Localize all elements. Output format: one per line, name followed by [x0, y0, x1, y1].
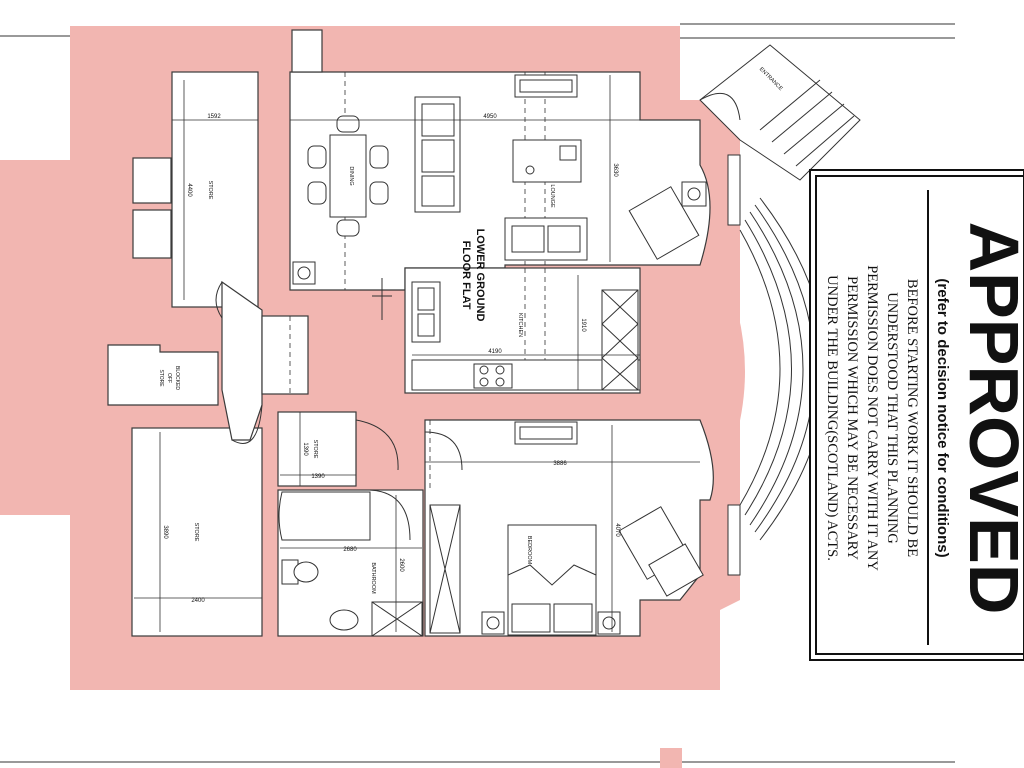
lounge-furniture: [414, 74, 707, 261]
stamp-line-2: UNDERSTOOD THAT THIS PLANNING: [884, 292, 900, 544]
dim-3886: 3886: [553, 461, 567, 467]
chimney-breast: [291, 29, 323, 73]
dim-1390-v: 1390: [302, 442, 308, 456]
recess-lower: [132, 209, 172, 259]
blocked-store-room: [107, 344, 219, 406]
floor-title: LOWER GROUND FLOOR FLAT: [460, 229, 486, 322]
bedroom-furniture: [429, 421, 704, 636]
stamp-line-1: BEFORE STARTING WORK IT SHOULD BE: [904, 279, 920, 557]
dimension-labels: 1592 4400 4950 3630 1910 4190 1390 1390 …: [162, 114, 620, 604]
room-label-bedroom: BEDROOM: [526, 536, 532, 565]
stamp-line-3: PERMISSION DOES NOT CARRY WITH IT ANY: [864, 265, 880, 571]
room-label-blocked-2: OFF: [166, 373, 172, 383]
corridor-room: [261, 315, 309, 395]
kitchen-fittings: [411, 281, 641, 391]
room-label-blocked-1: BLOCKED: [174, 366, 180, 390]
dim-4400: 4400: [186, 183, 192, 197]
stamp-title: APPROVED: [955, 222, 1024, 615]
floor-title-line2: FLOOR FLAT: [460, 241, 472, 310]
room-label-store-top: STORE: [207, 181, 213, 200]
dim-3890: 3890: [162, 525, 168, 539]
dim-4190: 4190: [488, 349, 502, 355]
rooms: [107, 29, 714, 637]
dim-3630: 3630: [612, 163, 618, 177]
recess-upper: [132, 157, 172, 204]
room-label-store-bottom: STORE: [193, 523, 199, 542]
stamp-subtitle: (refer to decision notice for conditions…: [934, 278, 951, 557]
approved-stamp: APPROVED (refer to decision notice for c…: [809, 169, 1024, 661]
room-label-kitchen: KITCHEN: [517, 313, 523, 337]
room-label-dining: DINING: [348, 166, 354, 185]
store-mid-room: [277, 411, 357, 487]
stamp-line-4: PERMISSION WHICH MAY BE NECESSARY: [844, 276, 860, 560]
dimension-lines: [134, 75, 700, 632]
dim-1390-h: 1390: [311, 474, 325, 480]
store-bottom-room: [131, 427, 263, 637]
bathroom-fittings: [278, 491, 423, 637]
room-label-blocked-3: STORE: [158, 369, 164, 387]
room-label-store-mid: STORE: [312, 440, 318, 459]
hall-room: [221, 280, 263, 441]
floor-title-line1: LOWER GROUND: [474, 229, 486, 322]
dim-4950: 4950: [483, 114, 497, 120]
dining-table-set: [292, 115, 389, 285]
entrance-stair: [699, 44, 861, 181]
store-top-room: [171, 71, 259, 308]
dim-2680: 2680: [343, 547, 357, 553]
doors: [215, 278, 463, 541]
stamp-line-5: UNDER THE BUILDING(SCOTLAND) ACTS.: [824, 275, 840, 561]
bay-window: [727, 154, 827, 576]
dim-1910: 1910: [580, 318, 586, 332]
dim-2600: 2600: [398, 558, 404, 572]
dim-4070: 4070: [614, 523, 620, 537]
room-label-bathroom: BATHROOM: [370, 562, 376, 594]
dim-2400: 2400: [191, 598, 205, 604]
dim-1592: 1592: [207, 114, 221, 120]
site-boundary-lines: [0, 23, 955, 763]
room-label-lounge: LOUNGE: [549, 184, 555, 208]
